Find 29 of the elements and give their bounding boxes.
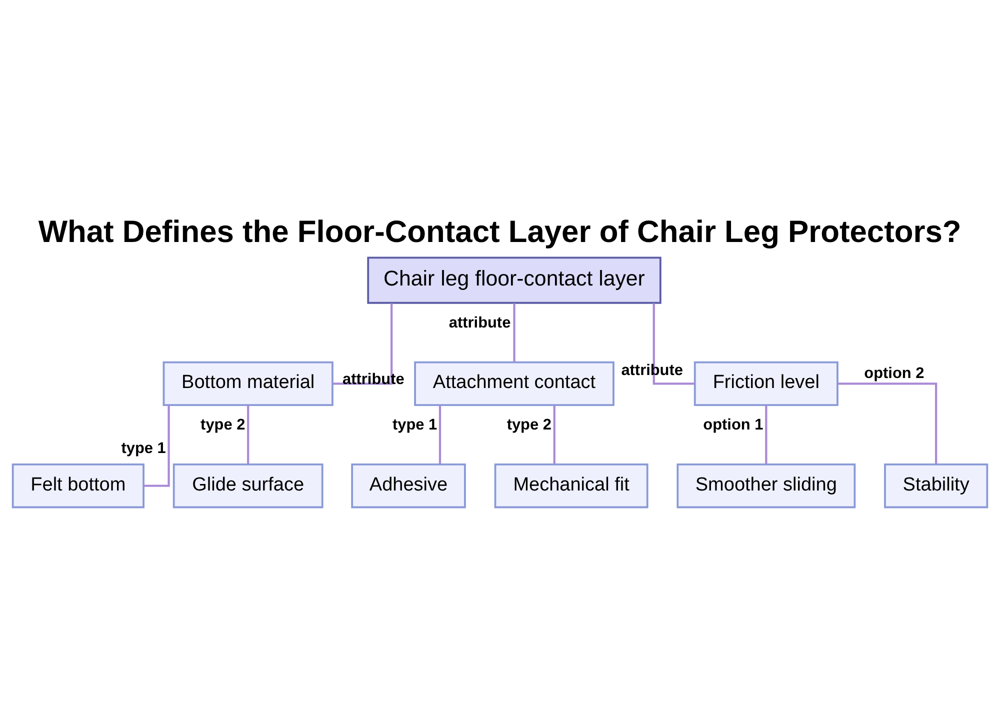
edge-label: type 1 bbox=[392, 416, 438, 434]
connector bbox=[513, 303, 516, 362]
edge-label: option 1 bbox=[703, 416, 764, 434]
connector bbox=[838, 382, 938, 464]
node-box: Friction level bbox=[694, 361, 838, 406]
edge-label: attribute bbox=[342, 371, 404, 388]
node-box: Attachment contact bbox=[414, 361, 614, 406]
node-box: Bottom material bbox=[162, 361, 334, 406]
connector bbox=[438, 405, 442, 464]
edge-label: option 2 bbox=[864, 365, 924, 382]
edge-label: attribute bbox=[621, 362, 683, 380]
edge-label: type 2 bbox=[506, 416, 552, 434]
edge-label: type 2 bbox=[200, 416, 246, 434]
diagram-title: What Defines the Floor-Contact Layer of Chair Leg Protectors? bbox=[38, 214, 962, 250]
node-box: Chair leg floor-contact layer bbox=[367, 256, 662, 304]
connector bbox=[332, 303, 393, 385]
edge-label: type 1 bbox=[121, 440, 166, 457]
node-box: Stability bbox=[884, 464, 988, 508]
connector bbox=[553, 405, 556, 464]
edge-label: attribute bbox=[448, 314, 511, 332]
node-box: Glide surface bbox=[172, 464, 324, 508]
node-box: Smoother sliding bbox=[676, 464, 856, 508]
node-box: Mechanical fit bbox=[494, 464, 648, 508]
connector bbox=[765, 405, 768, 464]
connector bbox=[652, 303, 695, 385]
connector bbox=[247, 405, 250, 464]
node-box: Adhesive bbox=[351, 464, 466, 508]
node-box: Felt bottom bbox=[12, 464, 144, 508]
connector bbox=[144, 405, 170, 487]
